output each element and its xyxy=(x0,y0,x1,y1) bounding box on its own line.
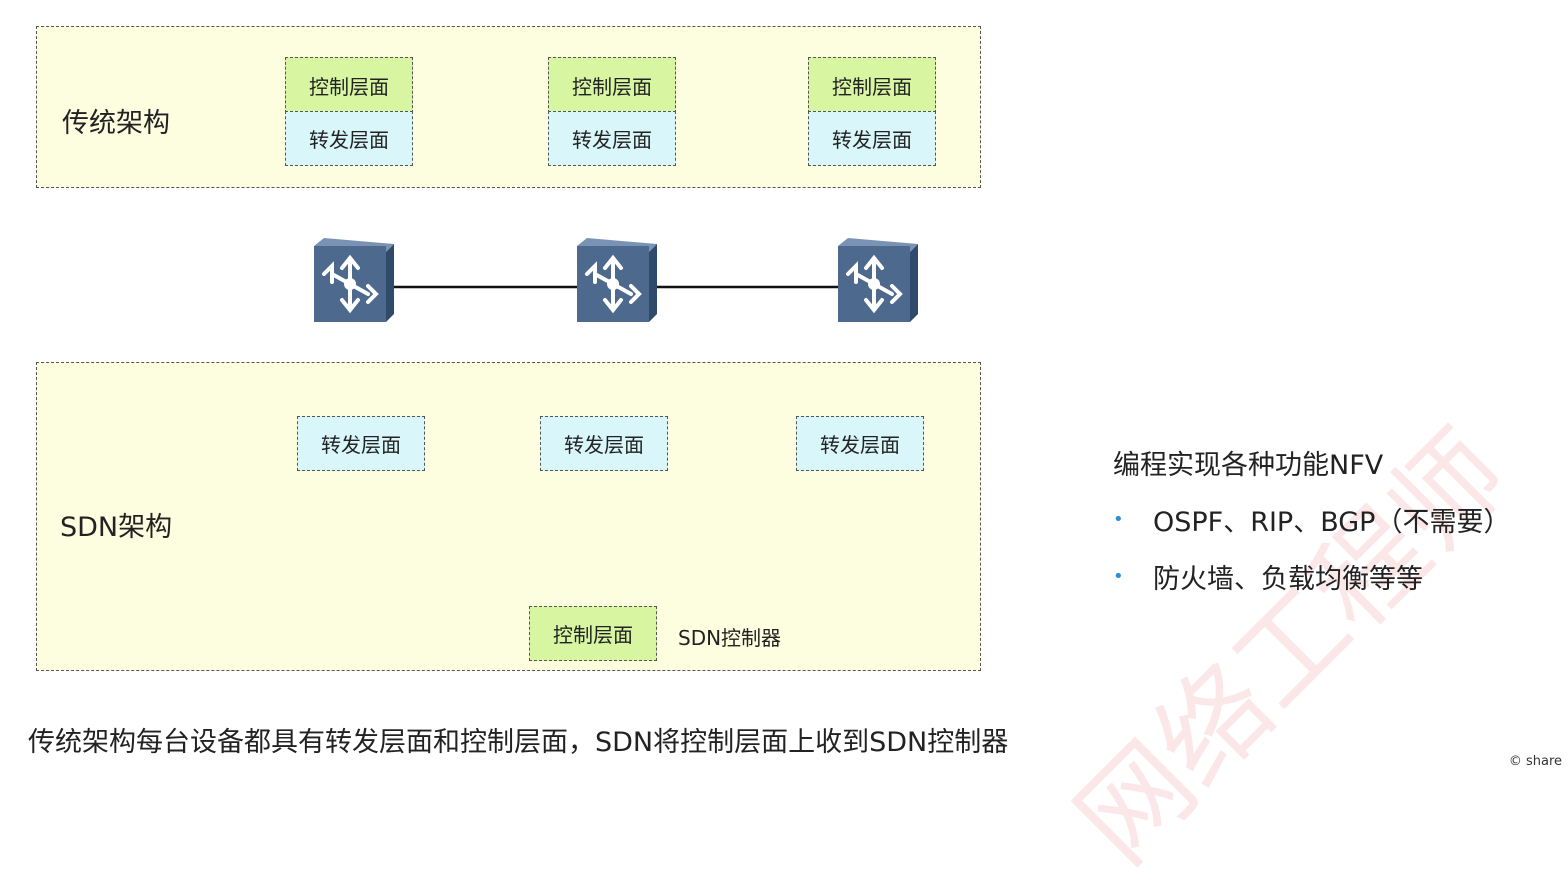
traditional-control-plane-2: 控制层面 xyxy=(548,57,676,113)
traditional-control-plane-1: 控制层面 xyxy=(285,57,413,113)
summary-text: 传统架构每台设备都具有转发层面和控制层面，SDN将控制层面上收到SDN控制器 xyxy=(28,727,1009,758)
sdn-forward-plane-1: 转发层面 xyxy=(297,416,425,471)
nfv-title: 编程实现各种功能NFV xyxy=(1113,450,1384,481)
nfv-item-text: OSPF、RIP、BGP（不需要） xyxy=(1153,507,1511,538)
traditional-forward-plane-2: 转发层面 xyxy=(548,111,676,166)
traditional-architecture-title: 传统架构 xyxy=(62,108,170,139)
switch-icon xyxy=(314,238,394,322)
switch-icon xyxy=(838,238,918,322)
nfv-item-text: 防火墙、负载均衡等等 xyxy=(1153,564,1423,595)
sdn-controller-label: SDN控制器 xyxy=(678,626,782,650)
sdn-forward-plane-3: 转发层面 xyxy=(796,416,924,471)
bullet-icon: • xyxy=(1113,566,1124,587)
sdn-forward-plane-2: 转发层面 xyxy=(540,416,668,471)
copyright-text: © share xyxy=(1508,754,1562,769)
nfv-list-item: • 防火墙、负载均衡等等 xyxy=(1113,557,1423,596)
traditional-forward-plane-3: 转发层面 xyxy=(808,111,936,166)
sdn-architecture-title: SDN架构 xyxy=(60,512,173,543)
traditional-forward-plane-1: 转发层面 xyxy=(285,111,413,166)
sdn-architecture-panel xyxy=(36,362,981,671)
switch-icon xyxy=(577,238,657,322)
bullet-icon: • xyxy=(1113,509,1124,530)
traditional-control-plane-3: 控制层面 xyxy=(808,57,936,113)
sdn-controller-plane: 控制层面 xyxy=(529,606,657,661)
nfv-list-item: • OSPF、RIP、BGP（不需要） xyxy=(1113,500,1510,539)
